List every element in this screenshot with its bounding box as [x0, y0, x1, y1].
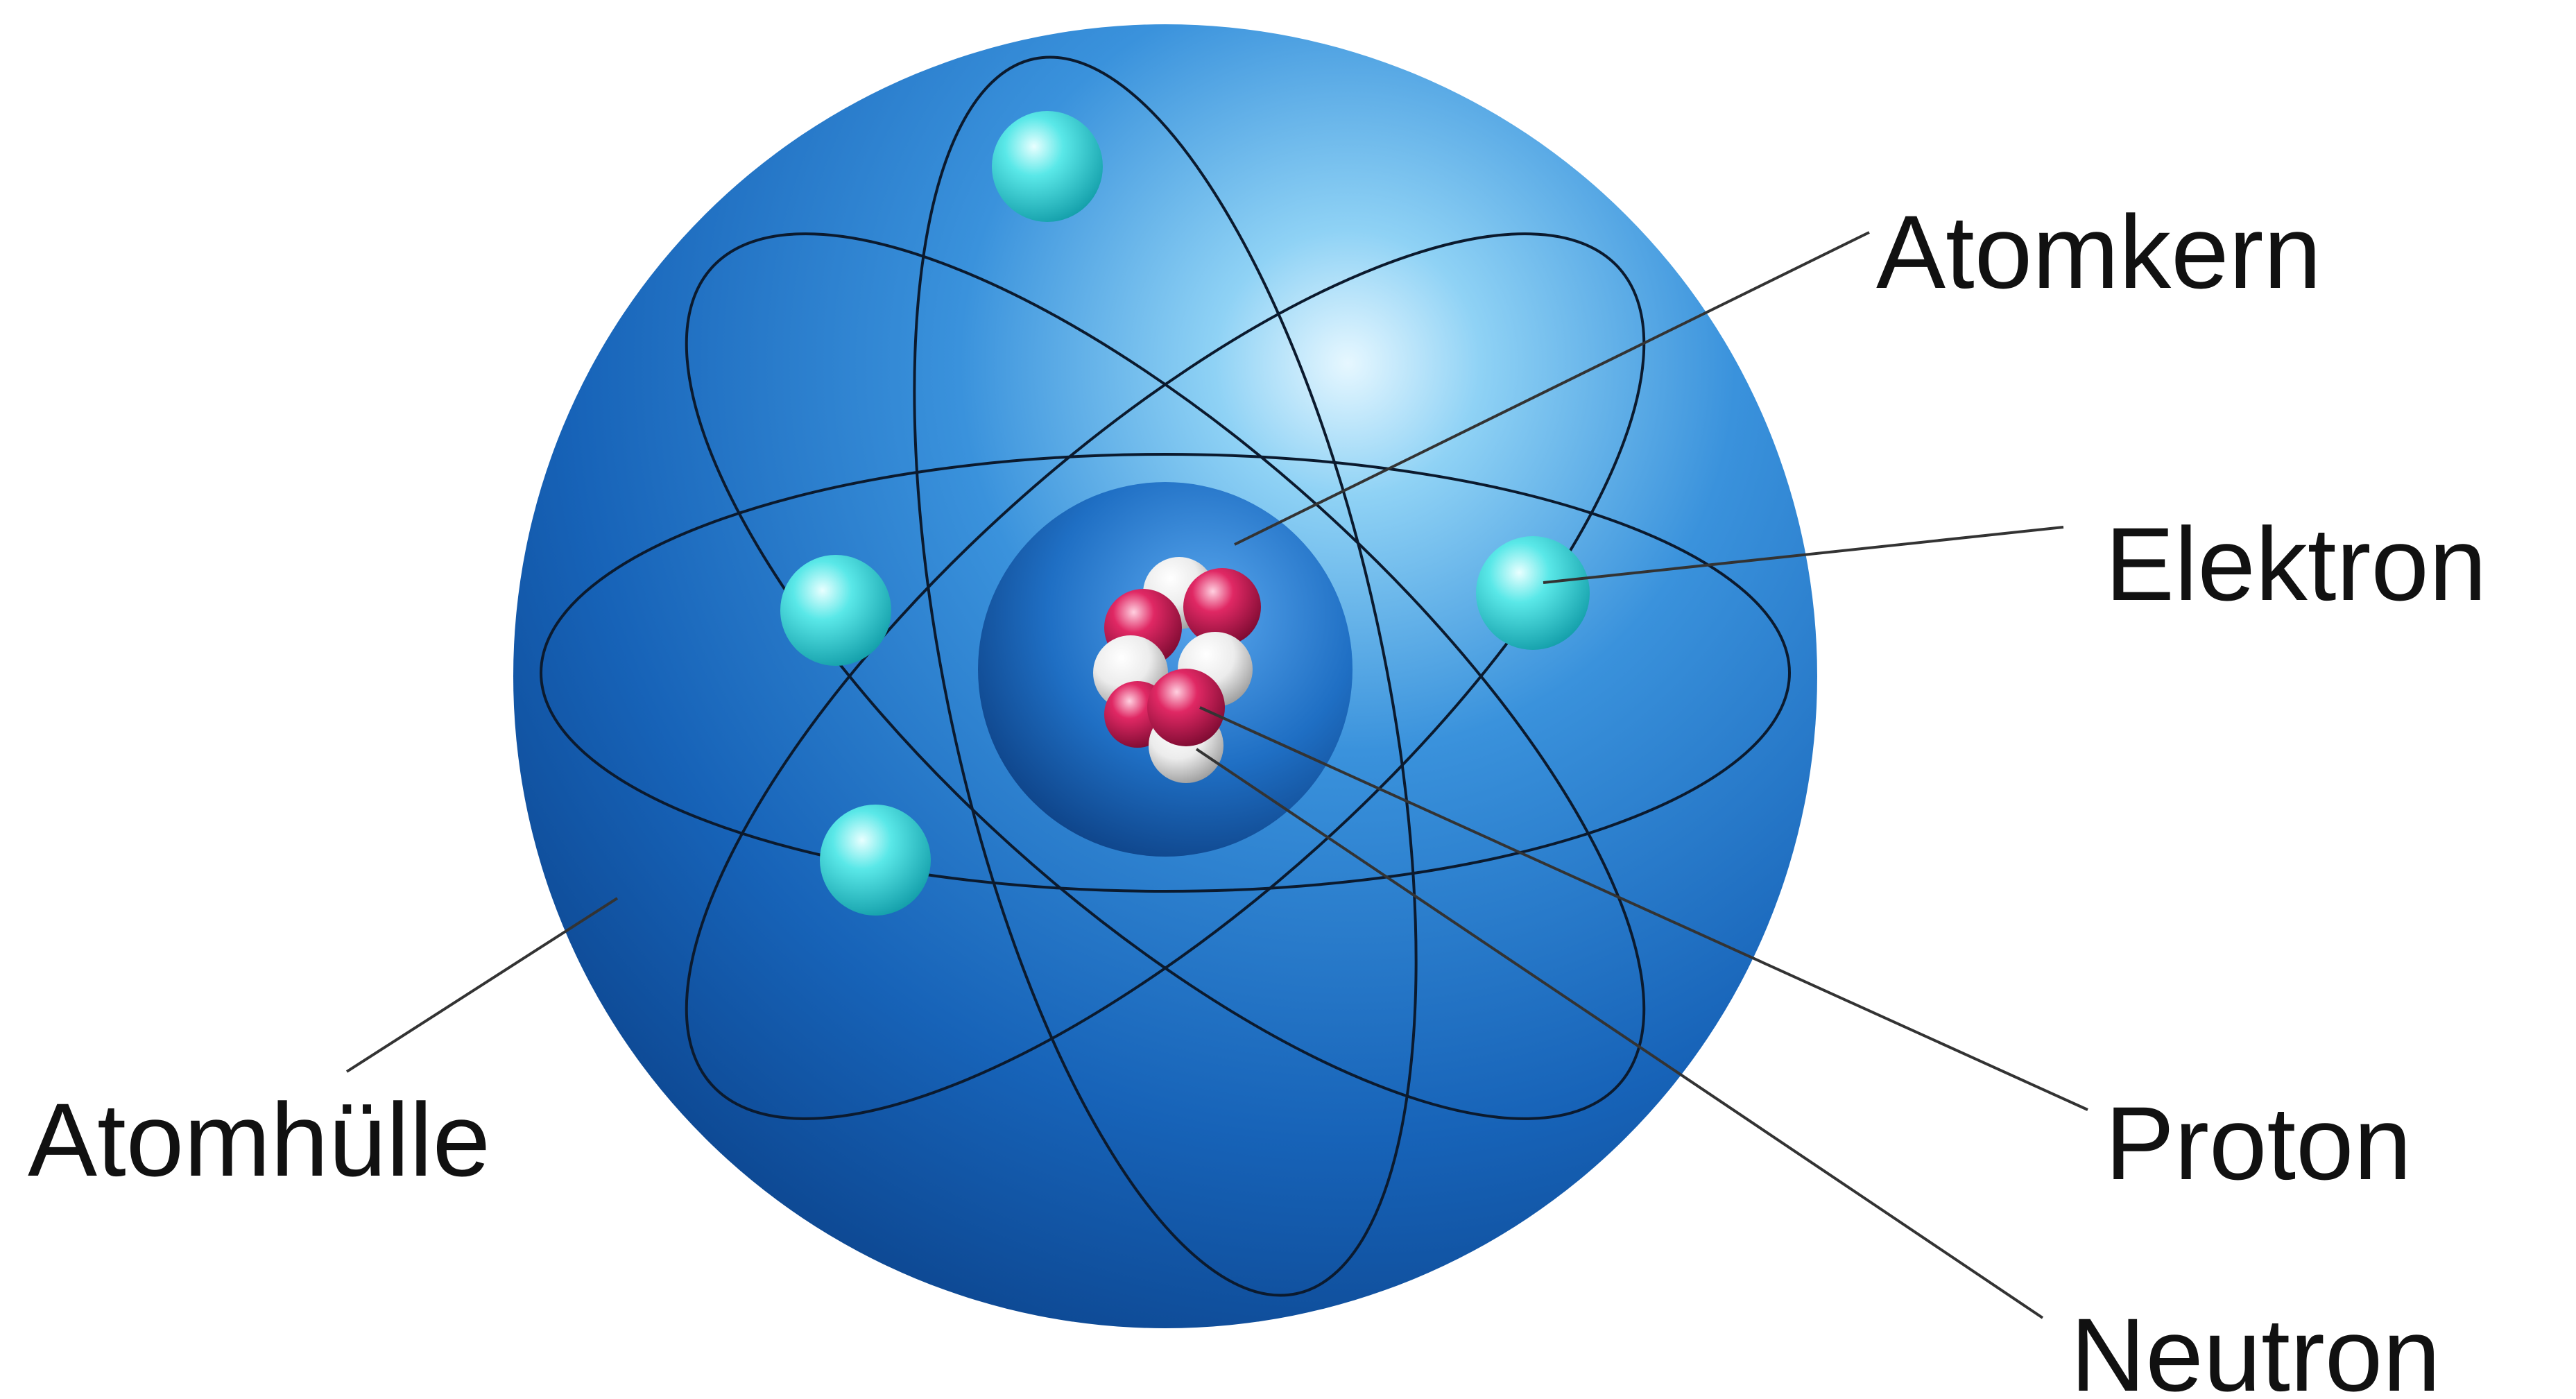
proton [1183, 568, 1261, 646]
leader-line-neutron [1195, 748, 2044, 1319]
orbit-horizontal [540, 453, 1791, 893]
electron [780, 555, 891, 666]
label-neutron: Neutron [2070, 1296, 2441, 1399]
leader-line-electron [1543, 526, 2064, 584]
label-electron: Elektron [2105, 506, 2487, 622]
orbit-diagonal-a [685, 232, 1646, 1120]
nucleus-particles [1093, 557, 1261, 783]
orbit-vertical [913, 55, 1418, 1297]
electron [992, 111, 1103, 222]
labels: Atomkern Elektron Atomhülle Proton Neutr… [28, 194, 2487, 1399]
leader-line-nucleus [1234, 231, 1870, 546]
leader-line-shell [345, 897, 619, 1073]
proton [1147, 669, 1225, 746]
label-shell: Atomhülle [28, 1081, 490, 1198]
orbit-diagonal-b [685, 232, 1646, 1120]
leader-lines [345, 231, 2088, 1319]
label-proton: Proton [2105, 1085, 2412, 1201]
label-nucleus: Atomkern [1876, 194, 2321, 310]
electron [820, 805, 931, 916]
electron-orbits [540, 55, 1791, 1297]
electron [1476, 536, 1590, 650]
leader-line-proton [1199, 706, 2088, 1111]
electrons [780, 111, 1590, 916]
